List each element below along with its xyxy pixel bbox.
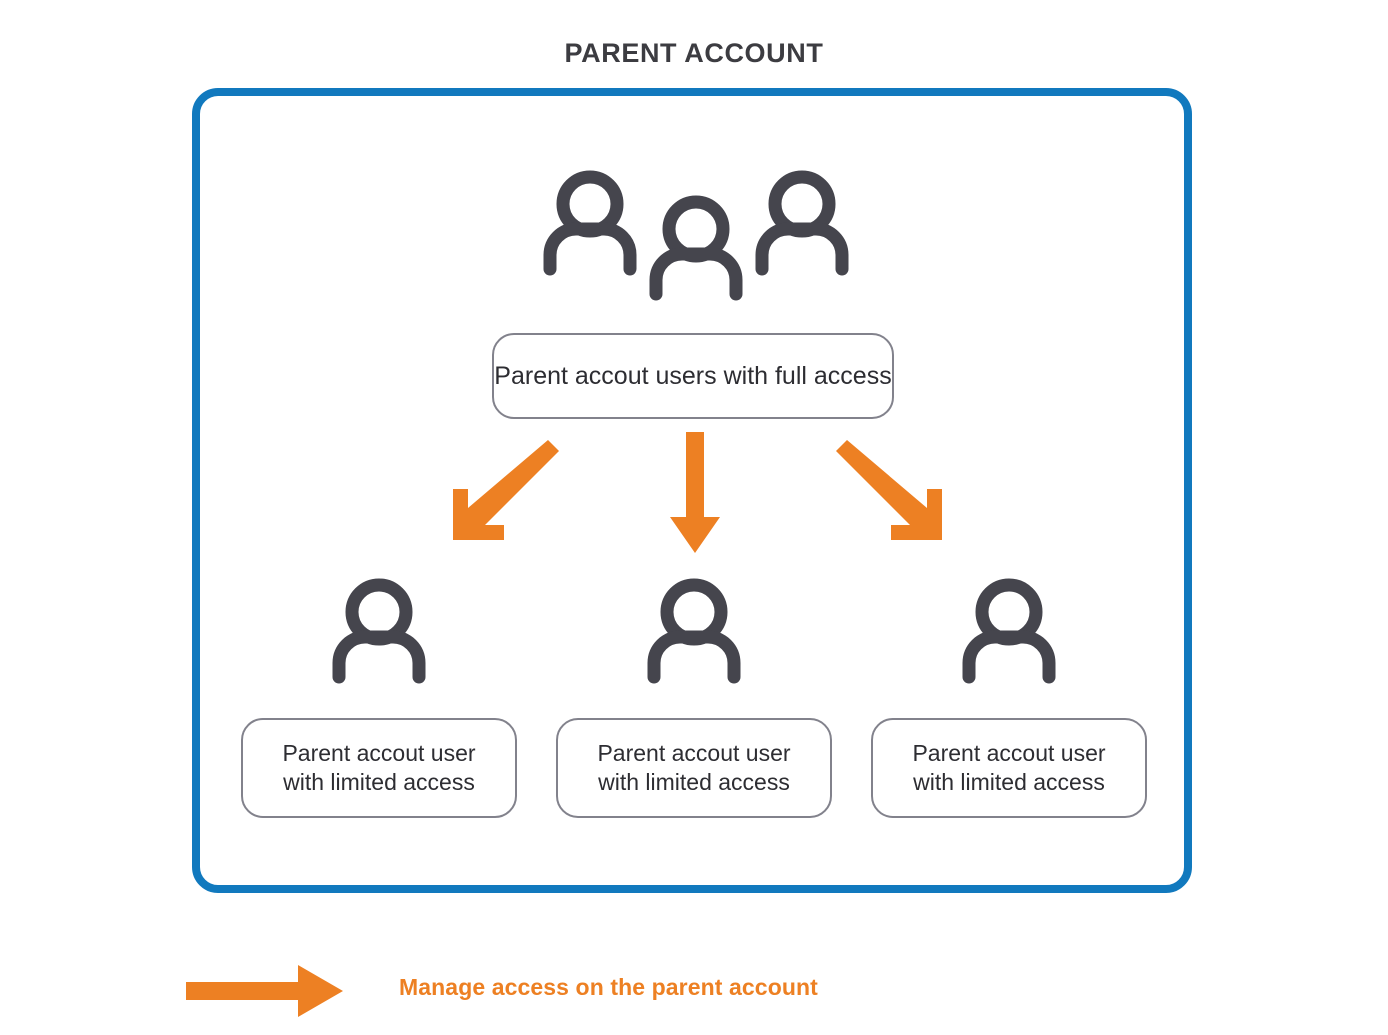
person-icon bbox=[327, 578, 431, 691]
child-user-label-box-1[interactable]: Parent accout user with limited access bbox=[241, 718, 517, 818]
child-user-label-box-2[interactable]: Parent accout user with limited access bbox=[556, 718, 832, 818]
child-user-label-line-2: with limited access bbox=[913, 769, 1105, 795]
child-user-label-line-2: with limited access bbox=[598, 769, 790, 795]
parent-users-label-text: Parent accout users with full access bbox=[494, 362, 892, 390]
arrow-down-icon bbox=[660, 432, 730, 559]
child-user-label-line-1: Parent accout user bbox=[282, 739, 476, 766]
arrow-down-left-icon bbox=[440, 432, 560, 552]
arrow-right-icon bbox=[186, 963, 344, 1024]
child-user-label-line-2: with limited access bbox=[283, 769, 475, 795]
child-user-label-line-1: Parent accout user bbox=[597, 739, 791, 766]
child-user-label-line-1: Parent accout user bbox=[912, 739, 1106, 766]
page-title: PARENT ACCOUNT bbox=[564, 38, 824, 68]
arrow-down-right-icon bbox=[835, 432, 955, 552]
child-user-label-box-3[interactable]: Parent accout user with limited access bbox=[871, 718, 1147, 818]
person-icon bbox=[957, 578, 1061, 691]
person-icon bbox=[642, 578, 746, 691]
parent-users-label-box[interactable]: Parent accout users with full access bbox=[492, 333, 894, 419]
legend-label: Manage access on the parent account bbox=[399, 974, 818, 1000]
three-people-icon bbox=[536, 160, 856, 315]
